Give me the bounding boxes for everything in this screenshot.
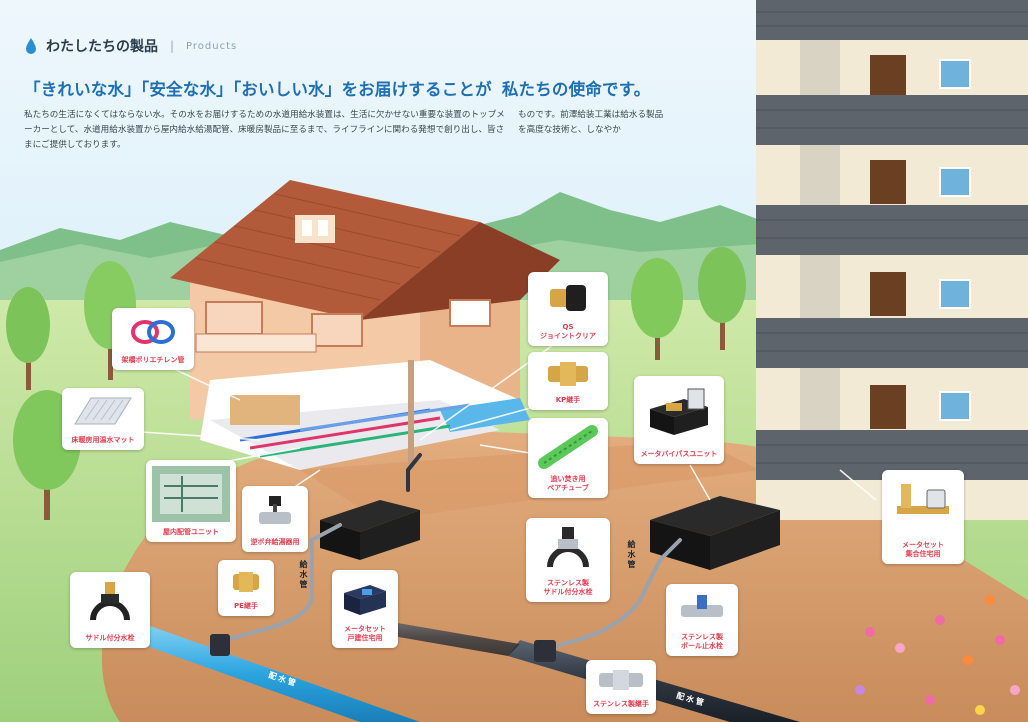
product-card-pe-joint[interactable]: PE継手 (218, 560, 274, 616)
pipe-coil-icon (131, 320, 175, 344)
product-label: ステンレス製サドル付分水栓 (543, 579, 593, 596)
brass-joint-icon (233, 572, 259, 592)
product-label: 架橋ポリエチレン管 (121, 356, 185, 364)
product-label: サドル付分水栓 (85, 634, 135, 642)
meter-set-apartment-icon (897, 483, 949, 514)
section-title: わたしたちの製品 (46, 39, 158, 55)
product-label: 逆ボ弁給湯器用 (250, 538, 300, 546)
supply-pipe-label-left: 給水管 (299, 560, 308, 590)
product-card-kp-joint[interactable]: KP継手 (528, 352, 608, 410)
headline-tail: 私たちの使命です。 (501, 80, 651, 99)
house (170, 180, 560, 470)
product-label: メータセット集合住宅用 (902, 541, 944, 558)
product-label: ステンレス製ボール止水栓 (681, 633, 723, 650)
kp-joint-icon (548, 362, 588, 386)
product-card-meter-set-house[interactable]: メータセット戸建住宅用 (332, 570, 398, 648)
ball-valve-icon (681, 594, 723, 617)
bypass-unit-icon (650, 388, 708, 435)
product-label: 追い焚き用ペアチューブ (547, 475, 589, 492)
section-subtitle: Products (186, 40, 238, 52)
stainless-joint-icon (599, 670, 643, 690)
product-label: メータバイパスユニット (640, 450, 718, 458)
headline: 「きれいな水」「安全な水」「おいしい水」をお届けすることが私たちの使命です。 (24, 76, 650, 100)
valve-icon (259, 496, 291, 524)
product-card-stainless-ball-valve[interactable]: ステンレス製ボール止水栓 (666, 584, 738, 656)
product-card-cross-pe-pipe[interactable]: 架橋ポリエチレン管 (112, 308, 194, 370)
meter-box-icon (344, 584, 386, 615)
supply-pipe-label-right: 給水管 (627, 540, 636, 570)
flower-group (855, 595, 1020, 715)
product-label: ステンレス製継手 (593, 700, 649, 708)
product-label: PE継手 (234, 602, 258, 610)
water-drop-icon (26, 38, 36, 54)
headline-main: 「きれいな水」「安全な水」「おいしい水」をお届けすることが (24, 80, 492, 99)
apartment-building (756, 0, 1028, 520)
product-card-stainless-saddle[interactable]: ステンレス製サドル付分水栓 (526, 518, 610, 602)
product-card-saddle-tap-left[interactable]: サドル付分水栓 (70, 572, 150, 648)
product-card-floor-heating-mat[interactable]: 床暖房用温水マット (62, 388, 144, 450)
piping-unit-photo-icon (152, 466, 230, 522)
saddle-tap-icon (90, 582, 130, 621)
qs-joint-icon (550, 284, 586, 311)
product-label: 床暖房用温水マット (71, 436, 135, 444)
intro-paragraph-2: ものです。前澤給装工業は給水る製品を高度な技術と、しなやか (518, 110, 664, 135)
section-header: わたしたちの製品 | Products (24, 36, 237, 56)
product-card-check-valve-meter[interactable]: 逆ボ弁給湯器用 (242, 486, 308, 552)
product-label: メータセット戸建住宅用 (344, 625, 386, 642)
header-separator: | (170, 39, 175, 53)
floor-mat-icon (74, 397, 132, 425)
stainless-saddle-icon (547, 526, 589, 567)
product-card-meter-bypass[interactable]: メータバイパスユニット (634, 376, 724, 464)
product-card-indoor-piping-unit[interactable]: 屋内配管ユニット (146, 460, 236, 542)
product-label: 屋内配管ユニット (163, 528, 219, 536)
tree-group-right (631, 247, 746, 360)
product-label: KP継手 (555, 396, 581, 404)
pair-tube-icon (538, 424, 598, 469)
product-card-stainless-joint[interactable]: ステンレス製継手 (586, 660, 656, 714)
product-card-pair-tube[interactable]: 追い焚き用ペアチューブ (528, 418, 608, 498)
intro-paragraph: 私たちの生活になくてはならない水。その水をお届けするための水道用給水装置は、生活… (24, 110, 505, 150)
product-card-meter-set-apartment[interactable]: メータセット集合住宅用 (882, 470, 964, 564)
